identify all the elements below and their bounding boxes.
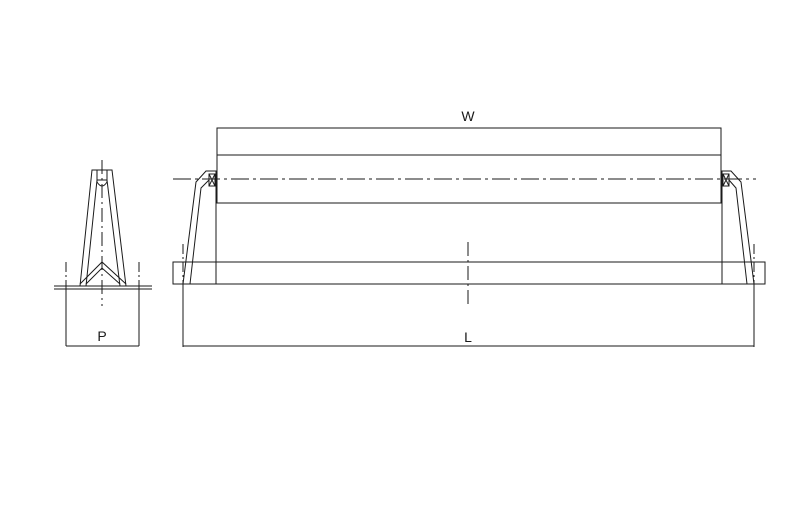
base-channel bbox=[172, 261, 766, 285]
side-view-gusset-inner bbox=[85, 267, 121, 285]
side-view bbox=[54, 160, 152, 347]
front-view bbox=[172, 127, 766, 347]
roller-top-band bbox=[216, 127, 722, 156]
p-dimension-label: P bbox=[97, 328, 106, 344]
right-bearing-cross-b bbox=[722, 173, 730, 187]
w-dimension-label: W bbox=[461, 108, 475, 124]
right-bearing bbox=[722, 173, 730, 187]
l-dimension-label: L bbox=[464, 329, 472, 345]
right-bracket-inner bbox=[728, 179, 748, 285]
left-bracket-outer bbox=[182, 170, 217, 285]
left-bearing bbox=[208, 173, 216, 187]
left-bearing-cross-b bbox=[208, 173, 216, 187]
right-bracket-outer bbox=[721, 170, 755, 285]
left-bracket-inner bbox=[189, 179, 210, 285]
